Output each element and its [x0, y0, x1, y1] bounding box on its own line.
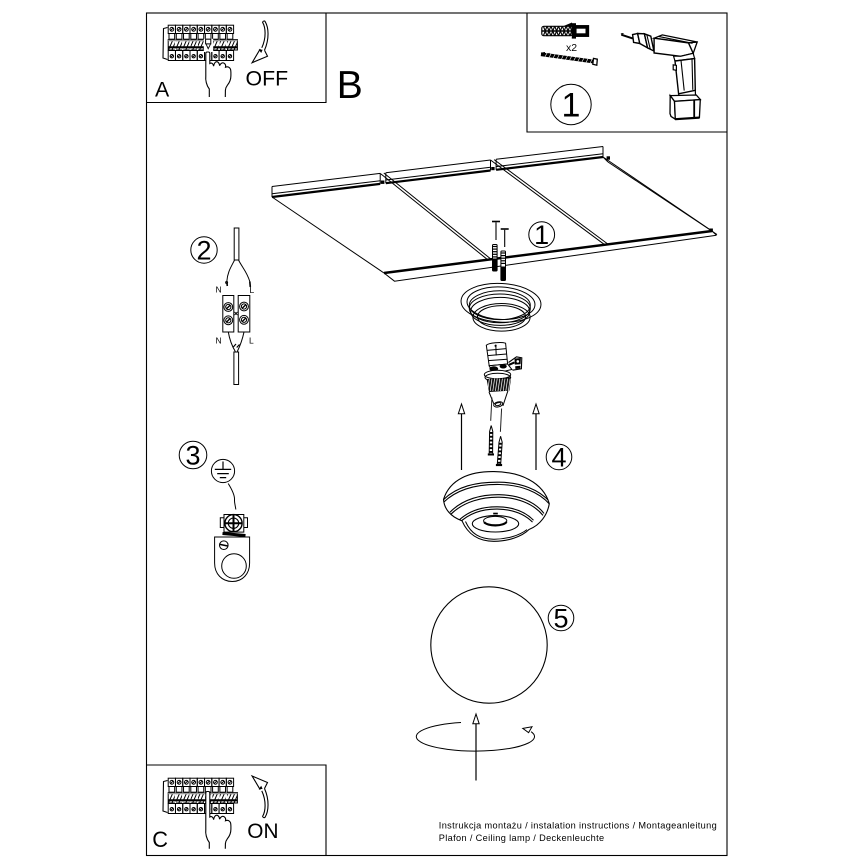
svg-text:N: N	[216, 285, 222, 295]
svg-text:2: 2	[196, 236, 211, 266]
svg-text:N: N	[216, 336, 222, 346]
svg-text:1: 1	[534, 220, 549, 250]
svg-text:1: 1	[562, 87, 581, 125]
svg-text:Plafon / Ceiling lamp / Decken: Plafon / Ceiling lamp / Deckenleuchte	[439, 833, 605, 843]
svg-text:4: 4	[551, 443, 566, 473]
svg-text:ON: ON	[247, 820, 278, 843]
svg-text:C: C	[152, 827, 168, 852]
svg-text:L: L	[249, 336, 254, 346]
svg-text:5: 5	[553, 604, 568, 634]
svg-text:L: L	[250, 285, 255, 295]
svg-text:B: B	[337, 64, 363, 107]
svg-text:3: 3	[185, 441, 200, 471]
svg-text:OFF: OFF	[246, 67, 289, 91]
svg-text:A: A	[155, 78, 170, 102]
svg-text:x2: x2	[566, 42, 577, 54]
svg-text:Instrukcja montażu / instalati: Instrukcja montażu / instalation instruc…	[439, 820, 717, 830]
